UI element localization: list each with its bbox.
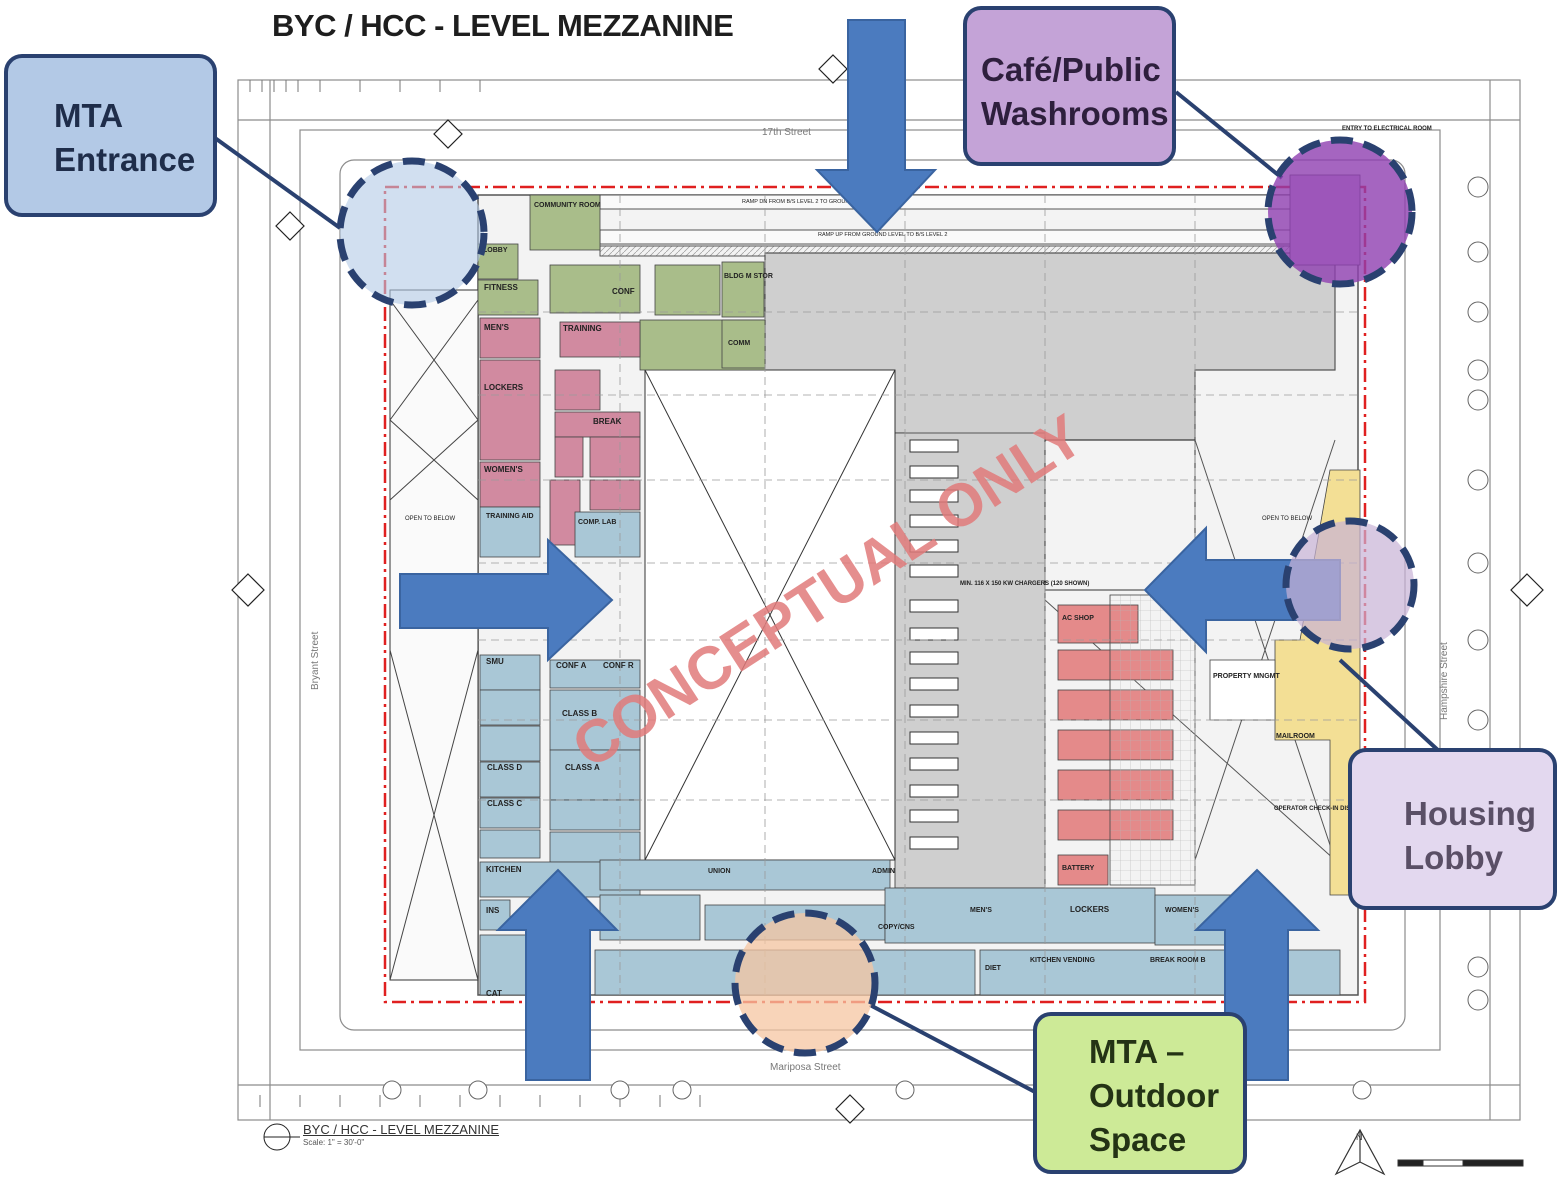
- label-ramp: RAMP UP FROM GROUND LEVEL TO B/S LEVEL 2: [818, 232, 947, 238]
- label-fitness: FITNESS: [484, 283, 518, 292]
- open-to-below-areas: [389, 289, 1336, 981]
- drawing-caption: BYC / HCC - LEVEL MEZZANINE: [303, 1122, 499, 1137]
- label-class-d: CLASS D: [487, 763, 522, 772]
- street-label-top: 17th Street: [762, 127, 811, 138]
- label-open-below-right: OPEN TO BELOW: [1262, 516, 1312, 522]
- label-mens-lockers: MEN'S: [970, 907, 992, 914]
- label-mailroom: MAILROOM: [1276, 733, 1315, 740]
- street-ticks: [249, 80, 701, 1107]
- callout-housing-lobby: Housing Lobby: [1348, 748, 1557, 910]
- label-ins: INS: [486, 906, 500, 915]
- street-label-right: Hampshire Street: [1439, 642, 1450, 720]
- label-vending: KITCHEN VENDING: [1030, 957, 1096, 964]
- label-admin: ADMIN: [872, 868, 895, 875]
- callout-mta-line2: Entrance: [54, 141, 196, 178]
- label-community-room: COMMUNITY ROOM: [534, 202, 601, 209]
- label-class-b: CLASS B: [562, 709, 597, 718]
- label-ac-shop: AC SHOP: [1062, 615, 1094, 622]
- charger-stalls: [909, 439, 959, 850]
- label-entry-electrical: ENTRY TO ELECTRICAL ROOM: [1342, 126, 1432, 132]
- label-battery: BATTERY: [1062, 865, 1095, 872]
- label-cat: CAT: [486, 989, 502, 998]
- callout-connectors: [213, 90, 1442, 1094]
- highlight-circles: [336, 136, 1418, 1057]
- circle-cafe: [1264, 136, 1416, 288]
- callout-housing-line1: Housing: [1404, 795, 1536, 832]
- street-label-bottom: Mariposa Street: [770, 1062, 841, 1073]
- callout-housing-line2: Lobby: [1404, 839, 1503, 876]
- label-break-room-b: BREAK ROOM B: [1150, 957, 1206, 964]
- callout-cafe-line1: Café/Public: [981, 51, 1161, 88]
- callout-cafe-line2: Washrooms: [981, 95, 1169, 132]
- structural-grid: [478, 195, 1358, 995]
- label-diet: DIET: [985, 965, 1002, 972]
- label-mens: MEN'S: [484, 323, 510, 332]
- callout-cafe: Café/Public Washrooms: [963, 6, 1176, 166]
- label-lobby: LOBBY: [483, 247, 508, 254]
- callout-outdoor-line1: MTA –: [1089, 1033, 1185, 1070]
- circle-housing: [1282, 517, 1418, 653]
- arrow-down-top: [814, 19, 938, 234]
- label-lockers-2: LOCKERS: [1070, 905, 1110, 914]
- label-womens: WOMEN'S: [484, 465, 523, 474]
- street-label-left: Bryant Street: [310, 631, 321, 690]
- label-operator: OPERATOR CHECK-IN DISPATCH/ RECEIVER: [1274, 806, 1405, 812]
- circle-mta-entrance: [336, 157, 488, 309]
- label-class-c: CLASS C: [487, 799, 522, 808]
- ramps: [599, 194, 1359, 257]
- svg-text:N: N: [1356, 1132, 1363, 1142]
- arrow-up-bottom-left: [495, 868, 620, 1081]
- label-womens-2: WOMEN'S: [1165, 907, 1199, 914]
- label-kitchen: KITCHEN: [486, 865, 522, 874]
- callout-outdoor-line3: Space: [1089, 1121, 1187, 1158]
- label-open-below: OPEN TO BELOW: [405, 516, 455, 522]
- label-training-aid: TRAINING AID: [486, 513, 534, 520]
- scale-bar: [1397, 1159, 1524, 1167]
- callout-outdoor-line2: Outdoor: [1089, 1077, 1220, 1114]
- circle-outdoor: [731, 909, 879, 1057]
- caption-marker: [263, 1123, 300, 1151]
- arrow-right-left: [399, 537, 614, 663]
- label-smu: SMU: [486, 657, 504, 666]
- label-property-mgmt: PROPERTY MNGMT: [1213, 673, 1280, 680]
- callout-mta-line1: MTA: [54, 97, 124, 134]
- label-break: BREAK: [593, 417, 622, 426]
- label-comp-lab: COMP. LAB: [578, 519, 616, 526]
- drawing-scale: Scale: 1" = 30'-0": [303, 1138, 365, 1147]
- label-copy: COPY/CNS: [878, 924, 915, 931]
- label-training: TRAINING: [563, 324, 602, 333]
- north-arrow-icon: N: [1334, 1128, 1386, 1176]
- label-conf-r: CONF R: [603, 661, 634, 670]
- section-markers: [231, 54, 1544, 1124]
- label-class-a: CLASS A: [565, 763, 600, 772]
- label-union: UNION: [708, 868, 731, 875]
- callout-outdoor-space: MTA – Outdoor Space: [1033, 1012, 1247, 1174]
- label-chargers: MIN. 116 X 150 KW CHARGERS (120 SHOWN): [960, 581, 1089, 587]
- label-bldg-stor: BLDG M STOR: [724, 273, 773, 280]
- label-lockers: LOCKERS: [484, 383, 524, 392]
- label-conf: CONF: [612, 287, 635, 296]
- page-title: BYC / HCC - LEVEL MEZZANINE: [272, 8, 734, 43]
- callout-mta-entrance: MTA Entrance: [4, 54, 217, 217]
- label-conf-a: CONF A: [556, 661, 587, 670]
- label-comm: COMM: [728, 340, 750, 347]
- label-ramp-top: RAMP DN FROM B/S LEVEL 2 TO GROUND LEVEL: [742, 199, 872, 205]
